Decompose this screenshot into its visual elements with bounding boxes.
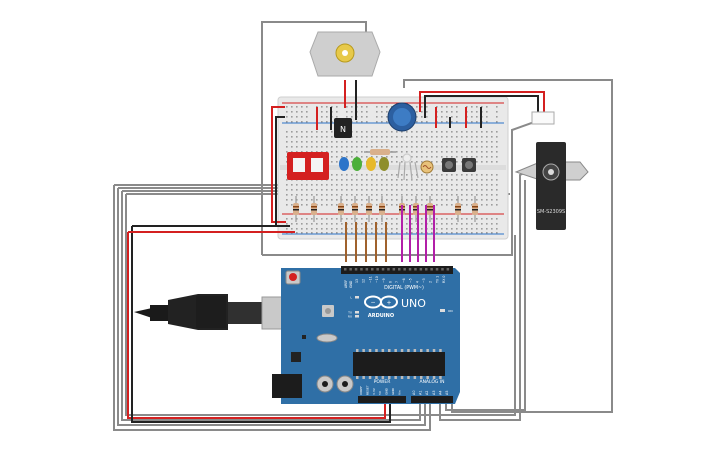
resistor xyxy=(427,196,433,222)
power-pin-label: GND xyxy=(391,387,395,395)
arduino-brand-label: ARDUINO xyxy=(368,313,394,319)
breadboard-holes xyxy=(286,106,498,234)
power-pin-label: 5V xyxy=(378,390,382,395)
npn-transistor[interactable]: N xyxy=(334,118,352,138)
digital-pin-label: ~5 xyxy=(409,278,413,283)
servo-label: SM-S2309S xyxy=(537,209,565,215)
dc-motor[interactable] xyxy=(309,31,381,77)
analog-pin-label: A3 xyxy=(432,391,436,395)
led-olive xyxy=(379,157,389,171)
digital-pin-label: 8 xyxy=(389,281,393,283)
resistor-top xyxy=(364,149,396,155)
dip-switch[interactable] xyxy=(287,152,329,180)
svg-text:+: + xyxy=(386,300,391,307)
resistor xyxy=(455,196,461,222)
rx-label: RX xyxy=(348,315,352,319)
transistor-label: N xyxy=(340,125,346,134)
resistor xyxy=(352,196,358,222)
tx-label: TX xyxy=(347,311,352,315)
resistor xyxy=(338,196,344,222)
power-label: POWER xyxy=(374,379,391,385)
digital-pin-label: ~3 xyxy=(422,278,426,283)
analog-label: ANALOG IN xyxy=(419,379,444,385)
resistor xyxy=(311,196,317,222)
digital-header xyxy=(344,268,450,271)
resistor xyxy=(293,196,299,222)
resistor xyxy=(366,196,372,222)
led-blue xyxy=(339,157,349,171)
analog-pin-label: A2 xyxy=(425,391,429,395)
resistor xyxy=(379,196,385,222)
digital-pin-label: 4 xyxy=(415,281,419,283)
photoresistor[interactable] xyxy=(420,160,434,174)
uno-label: UNO xyxy=(401,297,426,310)
digital-pin-label: 13 xyxy=(355,279,359,283)
led-green xyxy=(352,157,362,171)
analog-pin-label: A0 xyxy=(412,391,416,395)
micro-servo[interactable]: SM-S2309S xyxy=(514,111,589,230)
digital-label: DIGITAL (PWM~) xyxy=(384,285,424,291)
on-label: ON xyxy=(448,309,453,313)
power-pin-label: 3.3V xyxy=(372,387,376,395)
digital-pin-label: RX 0 xyxy=(442,276,446,283)
power-pin-label: Vin xyxy=(397,390,401,395)
digital-pin-label: ~11 xyxy=(368,276,372,283)
power-pin-label: IOREF xyxy=(359,386,363,395)
rgb-led xyxy=(397,153,419,181)
digital-pin-label: TX 1 xyxy=(435,276,439,284)
gnd-label: GND xyxy=(349,280,353,288)
arduino-logo: − + xyxy=(364,295,398,309)
led-yellow xyxy=(366,157,376,171)
analog-pin-label: A1 xyxy=(419,391,423,395)
chip-legs xyxy=(356,349,442,379)
digital-pin-label: 7 xyxy=(395,281,399,283)
digital-pin-label: 2 xyxy=(429,281,433,283)
gray-wires xyxy=(113,21,613,431)
resistor xyxy=(472,196,478,222)
power-wires xyxy=(127,80,545,423)
signal-wires xyxy=(345,205,435,262)
analog-pin-label: A4 xyxy=(438,391,442,395)
pushbuttons[interactable] xyxy=(442,158,476,172)
power-pin-label: RESET xyxy=(365,385,369,395)
svg-text:−: − xyxy=(370,299,375,306)
digital-pin-label: ~9 xyxy=(382,278,386,283)
digital-pin-label: ~6 xyxy=(402,278,406,283)
power-pin-label: GND xyxy=(385,387,389,395)
analog-pin-label: A5 xyxy=(445,391,449,395)
potentiometer[interactable] xyxy=(387,102,417,132)
aref-label: AREF xyxy=(344,280,348,288)
digital-pin-label: ~10 xyxy=(375,276,379,283)
led-array xyxy=(339,157,389,171)
digital-pin-label: 12 xyxy=(362,279,366,283)
l-label: L xyxy=(350,296,352,300)
